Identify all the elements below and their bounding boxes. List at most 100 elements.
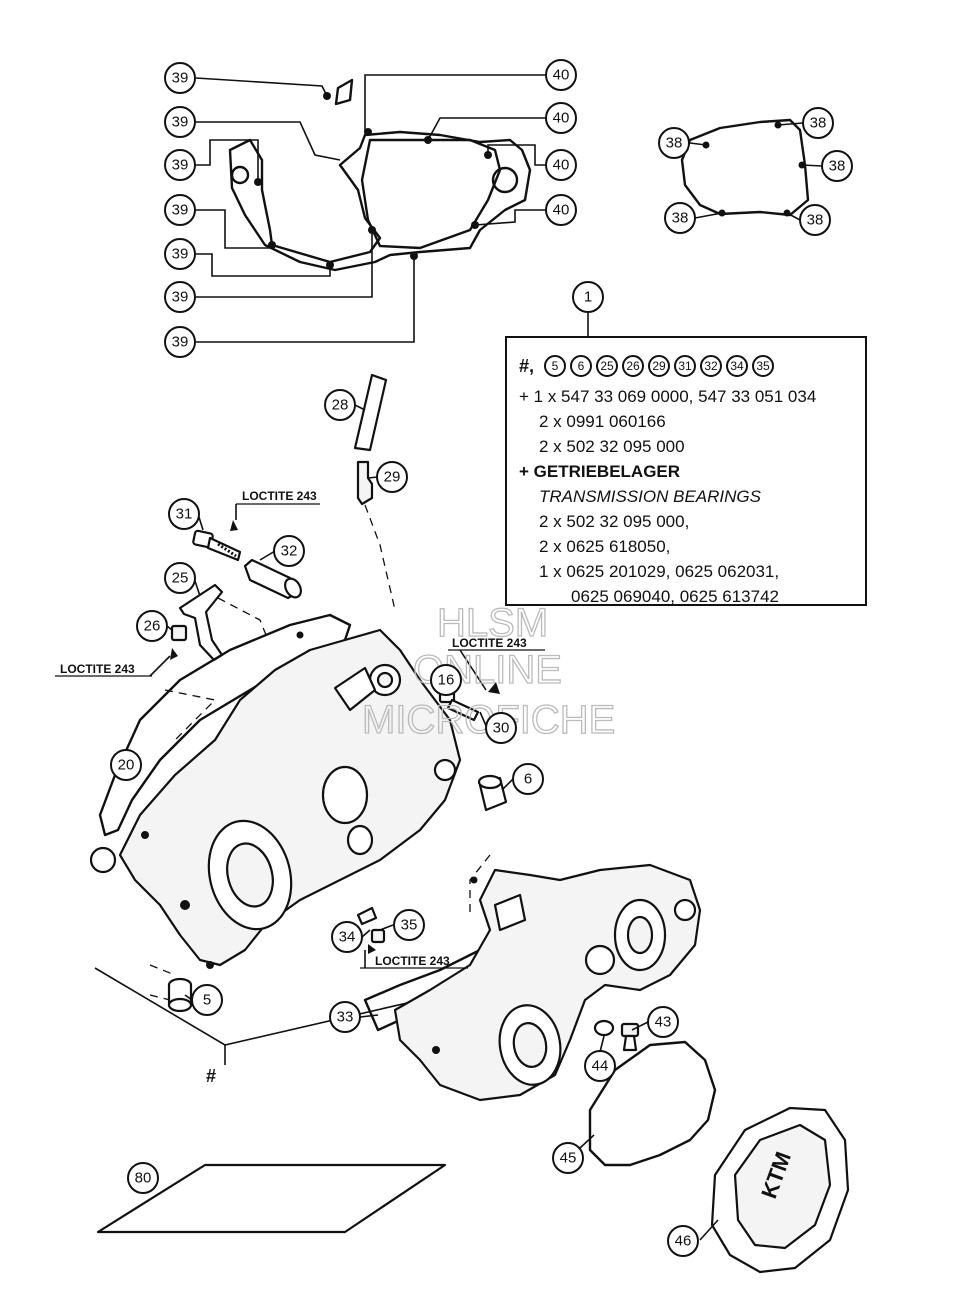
kit-line: + GETRIEBELAGER [519,462,681,481]
callout-label: 33 [337,1009,354,1026]
callout[interactable]: 40 [545,194,577,226]
callout-label: 44 [592,1058,609,1075]
crankcase-left-half [89,613,462,969]
kit-ref[interactable]: 35 [752,355,775,377]
crankcase-gasket-upper [228,78,532,272]
callout-label: 39 [172,70,189,87]
callout[interactable]: 46 [667,1225,699,1257]
screw-31 [192,520,242,562]
callout[interactable]: 38 [658,127,690,159]
callout[interactable]: 29 [376,461,408,493]
callout[interactable]: 35 [393,909,425,941]
callout[interactable]: 33 [329,1001,361,1033]
callout-label: 39 [172,202,189,219]
kit-ref[interactable]: 25 [596,355,619,377]
callout[interactable]: 26 [136,610,168,642]
callout-label: 30 [493,720,510,737]
callout-label: 39 [172,289,189,306]
callout-label: 40 [553,67,570,84]
kit-ref[interactable]: 29 [648,355,671,377]
callout-label: 40 [553,157,570,174]
kit-line: 2 x 502 32 095 000, [539,512,690,531]
callout-label: 43 [655,1014,672,1031]
loctite-label: LOCTITE 243 [452,636,527,650]
loctite-label: LOCTITE 243 [242,489,317,503]
kit-ref[interactable]: 26 [622,355,645,377]
callout[interactable]: 40 [545,59,577,91]
kit-line: 2 x 0991 060166 [539,412,666,431]
callout-label: 38 [807,212,824,229]
callout-label: 31 [176,506,193,523]
callout-label: 16 [438,672,455,689]
callout[interactable]: 80 [127,1162,159,1194]
kit-line: 2 x 502 32 095 000 [539,437,685,456]
callout[interactable]: 25 [164,562,196,594]
bearing-6 [477,774,508,812]
callout[interactable]: 30 [485,712,517,744]
callout-label: 35 [401,917,418,934]
clutch-cover-gasket [680,118,810,217]
callout[interactable]: 6 [512,763,544,795]
plug-30 [488,682,500,694]
leader-lines-lower [134,404,719,1241]
callout[interactable]: 43 [647,1006,679,1038]
callout[interactable]: 16 [430,664,462,696]
callout-label: 40 [553,202,570,219]
callout[interactable]: 5 [191,984,223,1016]
callout-label: 25 [172,570,189,587]
callout[interactable]: 44 [584,1050,616,1082]
hash-mark: # [206,1066,216,1086]
callout[interactable]: 38 [802,107,834,139]
callout[interactable]: 39 [164,106,196,138]
loctite-label: LOCTITE 243 [60,662,135,676]
callout[interactable]: 45 [552,1142,584,1174]
callout[interactable]: 39 [164,238,196,270]
callout-label: 39 [172,246,189,263]
callout[interactable]: 38 [664,202,696,234]
crankcase-right-half [363,854,702,1102]
kit-line: + 1 x 547 33 069 0000, 547 33 051 034 [519,387,817,406]
kit-hash: #, [519,355,535,376]
callout[interactable]: 31 [168,498,200,530]
kit-header: #, 5 6 25 26 29 31 32 34 35 [519,348,853,384]
kit-ref[interactable]: 6 [570,355,593,377]
callout-label: 39 [172,114,189,131]
callout-label: 34 [339,929,356,946]
callout[interactable]: 38 [821,150,853,182]
kit-contents-box: #, 5 6 25 26 29 31 32 34 35 + 1 x 547 33… [505,336,867,606]
kit-ref[interactable]: 31 [674,355,697,377]
callout[interactable]: 39 [164,281,196,313]
kit-line: 2 x 0625 618050, [539,537,671,556]
bracket-25 [178,583,269,662]
callout-label: 1 [584,289,592,306]
kit-ref[interactable]: 5 [544,355,567,377]
screw-34-35 [356,906,386,954]
callout-label: 39 [172,334,189,351]
callout-label: 45 [560,1150,577,1167]
callout-label: 5 [203,992,211,1009]
loctite-label: LOCTITE 243 [375,954,450,968]
callout[interactable]: 20 [110,749,142,781]
callout[interactable]: 39 [164,62,196,94]
callout-label: 40 [553,110,570,127]
callout[interactable]: 32 [273,535,305,567]
callout[interactable]: 38 [799,204,831,236]
callout[interactable]: 40 [545,102,577,134]
callout[interactable]: 34 [331,921,363,953]
ignition-cover-gasket [588,1040,717,1167]
callout-label: 38 [666,135,683,152]
callout[interactable]: 40 [545,149,577,181]
callout-label: 26 [144,618,161,635]
callout-label: 80 [135,1170,152,1187]
callout-label: 20 [118,757,135,774]
callout[interactable]: 39 [164,149,196,181]
callout[interactable]: 28 [324,389,356,421]
callout[interactable]: 39 [164,194,196,226]
kit-ref[interactable]: 32 [700,355,723,377]
kit-ref[interactable]: 34 [726,355,749,377]
callout[interactable]: 1 [572,281,604,313]
callout[interactable]: 39 [164,326,196,358]
callout-label: 32 [281,543,298,560]
watermark-line1: HLSM [437,601,548,645]
